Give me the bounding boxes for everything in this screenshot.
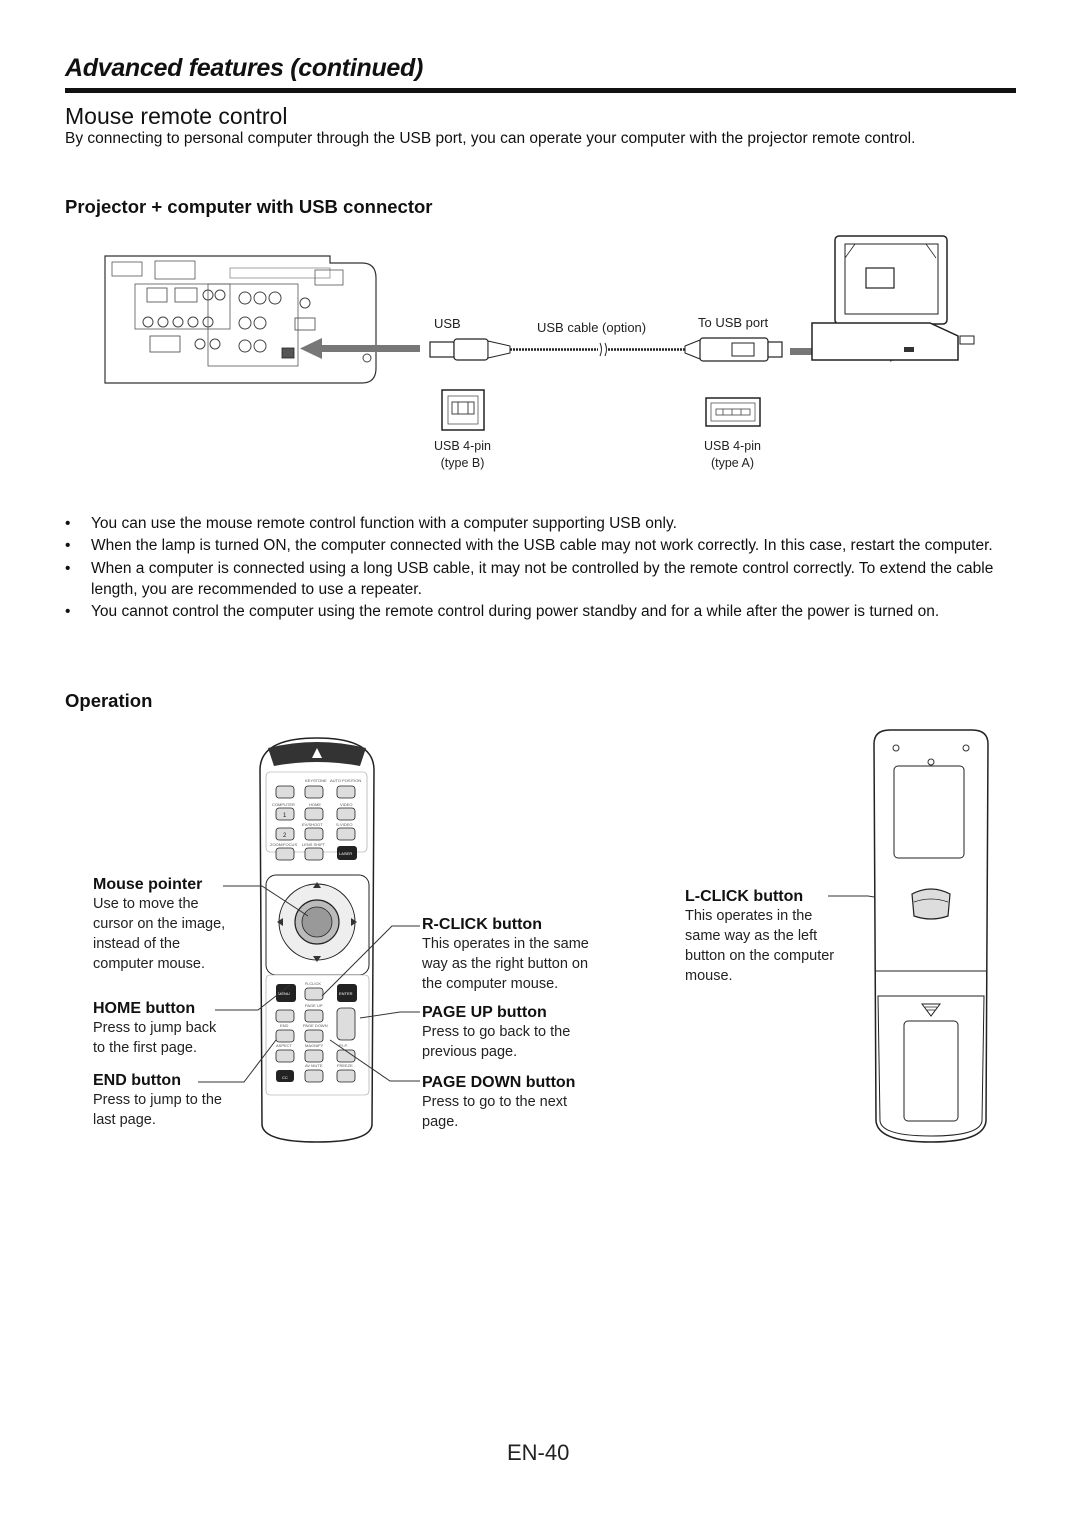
note-item: You can use the mouse remote control fun… bbox=[65, 513, 1020, 535]
remote-freeze-label: FREEZE bbox=[337, 1063, 353, 1068]
remote-pip-label: P.I.P. bbox=[339, 1043, 348, 1048]
callout-mouse-pointer: Mouse pointer Use to move the cursor on … bbox=[93, 876, 263, 974]
end-title: END button bbox=[93, 1072, 181, 1089]
mouse-pointer-title: Mouse pointer bbox=[93, 876, 203, 893]
rclick-desc: the computer mouse. bbox=[422, 976, 559, 992]
remote-auto-position-label: AUTO POSITION bbox=[330, 778, 361, 783]
end-desc: Press to jump to the bbox=[93, 1092, 222, 1108]
mouse-pointer-desc: instead of the bbox=[93, 936, 181, 952]
note-item: You cannot control the computer using th… bbox=[65, 601, 1020, 623]
remote-end-label: END bbox=[280, 1023, 289, 1028]
remote-back-illustration bbox=[873, 729, 989, 1143]
usb-cable bbox=[429, 337, 783, 362]
lclick-title: L-CLICK button bbox=[685, 888, 804, 905]
remote-video-label: VIDEO bbox=[340, 802, 352, 807]
remote-one-label: 1 bbox=[283, 813, 287, 819]
mouse-pointer-desc: computer mouse. bbox=[93, 956, 206, 972]
type-a-line2: (type A) bbox=[710, 456, 755, 470]
remote-laser-label: LASER bbox=[339, 851, 352, 856]
lclick-desc: mouse. bbox=[685, 968, 733, 984]
usb-label: USB bbox=[434, 316, 461, 331]
lclick-desc: button on the computer bbox=[685, 948, 835, 964]
lclick-desc: same way as the left bbox=[685, 928, 818, 944]
type-b-line1: USB 4-pin bbox=[434, 439, 491, 453]
remote-menu-label: MENU bbox=[278, 991, 290, 996]
callout-pagedown: PAGE DOWN button Press to go to the next… bbox=[422, 1074, 642, 1132]
lclick-desc: This operates in the bbox=[685, 908, 813, 924]
pagedown-title: PAGE DOWN button bbox=[422, 1074, 576, 1091]
type-b-caption: USB 4-pin (type B) bbox=[400, 438, 525, 472]
remote-two-label: 2 bbox=[283, 833, 287, 839]
remote-home-label: HOME bbox=[309, 802, 321, 807]
home-desc: to the first page. bbox=[93, 1040, 197, 1056]
usb-type-b-icon bbox=[441, 389, 485, 431]
note-item: When a computer is connected using a lon… bbox=[65, 558, 1020, 601]
remote-computer-label: COMPUTER bbox=[272, 802, 295, 807]
callout-rclick: R-CLICK button This operates in the same… bbox=[422, 916, 642, 994]
home-title: HOME button bbox=[93, 1000, 196, 1017]
remote-svideo-label: S-VIDEO bbox=[336, 822, 352, 827]
notes-list: You can use the mouse remote control fun… bbox=[65, 513, 1020, 623]
mouse-pointer-desc: Use to move the bbox=[93, 896, 199, 912]
callout-pageup: PAGE UP button Press to go back to the p… bbox=[422, 1004, 642, 1062]
computer-illustration bbox=[811, 235, 975, 361]
intro-paragraph: By connecting to personal computer throu… bbox=[65, 130, 916, 147]
mouse-pointer-desc: cursor on the image, bbox=[93, 916, 226, 932]
remote-rclick-label: R-CLICK bbox=[305, 981, 321, 986]
remote-pagedown-label: PAGE DOWN bbox=[303, 1023, 328, 1028]
connection-heading: Projector + computer with USB connector bbox=[65, 196, 433, 217]
type-a-line1: USB 4-pin bbox=[704, 439, 761, 453]
operation-heading: Operation bbox=[65, 690, 153, 711]
usb-type-a-icon bbox=[705, 397, 761, 427]
rclick-desc: way as the right button on bbox=[422, 956, 589, 972]
callout-lclick: L-CLICK button This operates in the same… bbox=[685, 888, 865, 986]
header-rule bbox=[65, 88, 1016, 93]
remote-lens-label: LENS SHIFT bbox=[302, 842, 326, 847]
remote-zoom-label: ZOOM/FOCUS bbox=[270, 842, 297, 847]
pagedown-desc: page. bbox=[422, 1114, 459, 1130]
remote-magnify-label: MAGNIFY bbox=[305, 1043, 324, 1048]
pageup-desc: Press to go back to the bbox=[422, 1024, 571, 1040]
pagedown-desc: Press to go to the next bbox=[422, 1094, 568, 1110]
type-a-caption: USB 4-pin (type A) bbox=[670, 438, 795, 472]
arrow-to-projector bbox=[315, 345, 420, 352]
rclick-desc: This operates in the same bbox=[422, 936, 589, 952]
port-label: To USB port bbox=[698, 315, 768, 330]
cable-label: USB cable (option) bbox=[537, 320, 646, 335]
rclick-title: R-CLICK button bbox=[422, 916, 542, 933]
remote-cc-label: CC bbox=[282, 1075, 288, 1080]
pageup-desc: previous page. bbox=[422, 1044, 518, 1060]
note-item: When the lamp is turned ON, the computer… bbox=[65, 535, 1020, 557]
page-number: EN-40 bbox=[507, 1440, 570, 1465]
section-header: Advanced features (continued) bbox=[65, 54, 424, 82]
remote-pageup-label: PAGE UP bbox=[305, 1003, 323, 1008]
remote-keystone-label: KEYSTONE bbox=[305, 778, 327, 783]
usb-connection-diagram: USB USB cable (option) To USB port bbox=[104, 235, 975, 431]
page-title: Mouse remote control bbox=[65, 103, 288, 129]
remote-enter-label: ENTER bbox=[339, 991, 353, 996]
remote-ez-label: EV/SHOOT bbox=[302, 822, 323, 827]
callout-home: HOME button Press to jump back to the fi… bbox=[93, 1000, 263, 1058]
remote-front-illustration: KEYSTONE AUTO POSITION COMPUTER HOME VID… bbox=[259, 737, 375, 1143]
remote-av-mute-label: AV MUTE bbox=[305, 1063, 323, 1068]
callout-end: END button Press to jump to the last pag… bbox=[93, 1072, 263, 1130]
remote-aspect-label: ASPECT bbox=[276, 1043, 293, 1048]
pageup-title: PAGE UP button bbox=[422, 1004, 547, 1021]
end-desc: last page. bbox=[93, 1112, 156, 1128]
type-b-line2: (type B) bbox=[440, 456, 485, 470]
home-desc: Press to jump back bbox=[93, 1020, 217, 1036]
